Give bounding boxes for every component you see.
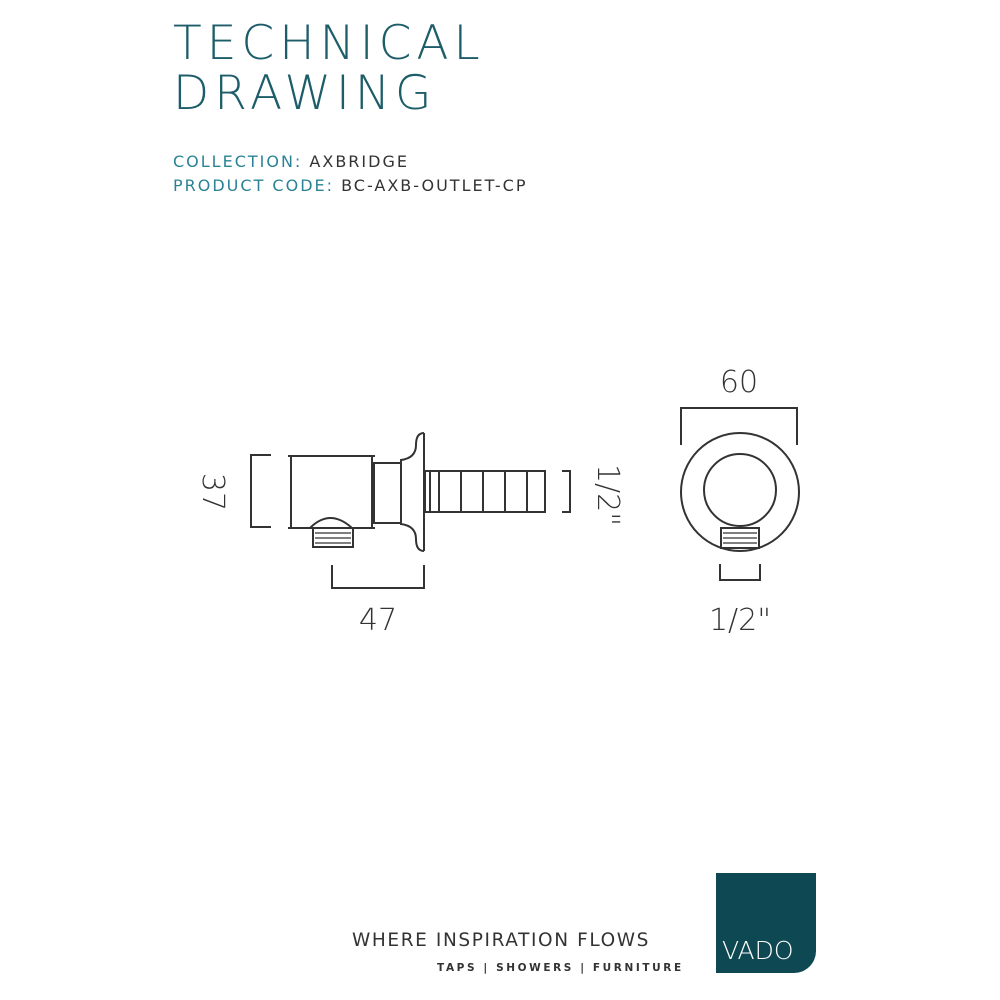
nut-threads <box>315 532 351 544</box>
inner-ring <box>703 453 777 527</box>
tagline: WHERE INSPIRATION FLOWS <box>352 930 651 951</box>
outlet-nut <box>312 527 354 548</box>
outlet-dome <box>309 517 353 529</box>
title-line-1: TECHNICAL <box>173 16 485 71</box>
width-dim-label: 60 <box>720 365 758 400</box>
title-line-2: DRAWING <box>173 66 437 121</box>
collection-label: COLLECTION: <box>173 152 303 171</box>
width-bracket <box>680 407 798 445</box>
front-nut <box>720 527 760 549</box>
front-view: 60 1/2" <box>680 365 800 638</box>
front-thread-bracket <box>719 564 761 581</box>
side-view: 37 1/2" 47 <box>195 432 625 638</box>
neck <box>373 462 402 524</box>
product-code-line: PRODUCT CODE: BC-AXB-OUTLET-CP <box>173 178 528 194</box>
outer-plate <box>680 432 800 552</box>
depth-dim-label: 47 <box>359 603 397 638</box>
tail-pipe <box>424 470 546 513</box>
collection-line: COLLECTION: AXBRIDGE <box>173 154 409 170</box>
collection-value: AXBRIDGE <box>309 152 409 171</box>
product-code-value: BC-AXB-OUTLET-CP <box>341 176 528 195</box>
depth-bracket <box>331 565 425 589</box>
logo-text: VADO <box>722 936 794 965</box>
flange <box>400 432 425 552</box>
body <box>288 455 375 529</box>
thread-dim-label-side: 1/2" <box>590 464 625 526</box>
front-nut-threads <box>723 532 757 544</box>
product-code-label: PRODUCT CODE: <box>173 176 335 195</box>
thread-dim-label-front: 1/2" <box>709 603 771 638</box>
category-list: TAPS | SHOWERS | FURNITURE <box>437 962 684 974</box>
vado-logo: VADO <box>716 873 816 973</box>
height-dim-label: 37 <box>195 473 230 511</box>
tail-ribs <box>429 471 528 512</box>
thread-bracket <box>562 470 571 513</box>
height-bracket <box>250 454 271 528</box>
